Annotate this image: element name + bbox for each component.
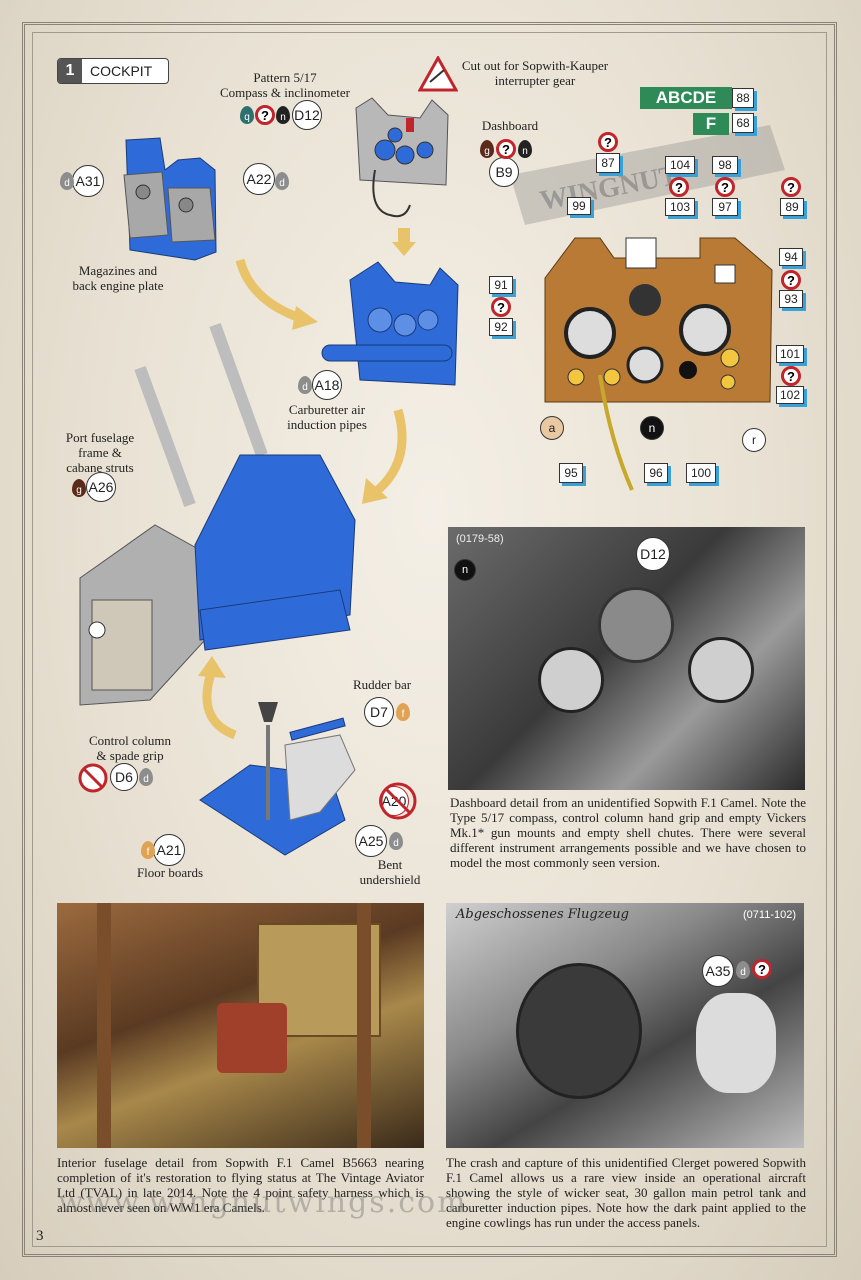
photo-dashboard: (0179-58) D12 n — [448, 527, 805, 790]
part-A26: A26 — [86, 472, 116, 502]
section-header: 1 COCKPIT — [57, 58, 169, 84]
paint-drop-icon-r: r — [742, 428, 766, 452]
watermark: www.wingnutwings.com — [58, 1185, 468, 1220]
decal-f: F — [693, 113, 729, 135]
decal-99: 99 — [567, 197, 591, 215]
paint-drop-icon-g: g — [480, 140, 494, 158]
question-mark-icon: ? — [491, 297, 511, 317]
label-control-column: Control column & spade grip — [89, 733, 171, 763]
question-mark-icon: ? — [255, 105, 275, 125]
photo-crash: Abgeschossenes Flugzeug (0711-102) A35 d… — [446, 903, 804, 1148]
section-title: COCKPIT — [90, 63, 153, 79]
paint-drop-icon-n: n — [454, 559, 476, 581]
question-mark-icon: ? — [752, 959, 772, 979]
label-carburetter: Carburetter air induction pipes — [287, 402, 367, 432]
no-spade-grip-icon — [78, 763, 108, 793]
part-A18: A18 — [312, 370, 342, 400]
paint-drop-icon-n: n — [276, 106, 290, 124]
part-D12: D12 — [292, 100, 322, 130]
dashboard-part-grey — [355, 97, 449, 218]
decal-94: 94 — [779, 248, 803, 266]
assembly-arrow-2 — [374, 408, 407, 494]
photo-caption-1: Dashboard detail from an unidentified So… — [450, 795, 806, 870]
paint-drop-icon-n: n — [518, 140, 532, 158]
dashboard-assembly-blue — [321, 261, 459, 386]
warning-triangle-icon — [418, 56, 458, 92]
decal-104: 104 — [665, 156, 695, 174]
decal-88: 88 — [732, 88, 754, 108]
question-mark-icon: ? — [781, 366, 801, 386]
decal-103: 103 — [665, 198, 695, 216]
paint-drop-icon-g: g — [72, 479, 86, 497]
decal-68: 68 — [732, 113, 754, 133]
assembly-arrow-1 — [235, 258, 302, 323]
floor-assembly — [199, 702, 356, 856]
decal-abcde: ABCDE — [640, 87, 732, 109]
paint-drop-icon-d: d — [275, 172, 289, 190]
part-D7: D7 — [364, 697, 394, 727]
photo-caption-2: Interior fuselage detail from Sopwith F.… — [57, 1155, 424, 1215]
paint-drop-icon-q: q — [240, 106, 254, 124]
decal-102: 102 — [776, 386, 804, 404]
section-number: 1 — [58, 59, 82, 83]
magazines-part — [123, 137, 217, 261]
question-mark-icon: ? — [715, 177, 735, 197]
decal-92: 92 — [489, 318, 513, 336]
label-port-frame: Port fuselage frame & cabane struts — [65, 430, 135, 475]
paint-drop-icon-d: d — [298, 376, 312, 394]
photo-code: (0179-58) — [456, 533, 504, 545]
paint-drop-icon-d: d — [736, 961, 750, 979]
photo-handwriting: Abgeschossenes Flugzeug — [456, 907, 629, 922]
paint-drop-icon-d: d — [60, 172, 74, 190]
decal-96: 96 — [644, 463, 668, 483]
part-A21: A21 — [153, 834, 185, 866]
part-A25: A25 — [355, 825, 387, 857]
question-mark-icon: ? — [781, 270, 801, 290]
page-number: 3 — [36, 1228, 44, 1244]
part-B9: B9 — [489, 157, 519, 187]
decal-100: 100 — [686, 463, 716, 483]
paint-drop-icon-n: n — [640, 416, 664, 440]
part-A22: A22 — [243, 163, 275, 195]
label-floor: Floor boards — [136, 865, 204, 880]
part-D12-photo: D12 — [636, 537, 670, 571]
paint-drop-icon-f: f — [396, 703, 410, 721]
fuselage-frame — [79, 322, 356, 706]
paint-drop-icon-f: f — [141, 841, 155, 859]
label-undershield: Bent undershield — [359, 857, 421, 887]
dashboard-paint-guide — [544, 237, 773, 491]
decal-97: 97 — [712, 198, 738, 216]
label-cutout: Cut out for Sopwith-Kauper interrupter g… — [461, 58, 609, 88]
part-D6: D6 — [110, 763, 138, 791]
question-mark-icon: ? — [598, 132, 618, 152]
prohibit-icon — [379, 782, 417, 820]
paint-drop-icon-d: d — [139, 768, 153, 786]
page-border-inner — [32, 32, 827, 1247]
label-pattern: Pattern 5/17 Compass & inclinometer — [220, 70, 350, 100]
label-dashboard: Dashboard — [481, 118, 539, 133]
paint-drop-icon-a: a — [540, 416, 564, 440]
decal-98: 98 — [712, 156, 738, 174]
decal-89: 89 — [780, 198, 804, 216]
part-A31: A31 — [72, 165, 104, 197]
photo-caption-3: The crash and capture of this unidentifi… — [446, 1155, 806, 1230]
decal-87: 87 — [596, 153, 620, 173]
part-A35: A35 — [702, 955, 734, 987]
decal-95: 95 — [559, 463, 583, 483]
page-border — [22, 22, 837, 1257]
decal-101: 101 — [776, 345, 804, 363]
decal-91: 91 — [489, 276, 513, 294]
paint-drop-icon-d: d — [389, 832, 403, 850]
question-mark-icon: ? — [496, 139, 516, 159]
photo-code: (0711-102) — [743, 909, 796, 921]
label-magazines: Magazines and back engine plate — [72, 263, 164, 293]
assembly-arrow-3 — [202, 668, 237, 740]
question-mark-icon: ? — [669, 177, 689, 197]
label-rudder: Rudder bar — [352, 677, 412, 692]
decal-93: 93 — [779, 290, 803, 308]
question-mark-icon: ? — [781, 177, 801, 197]
photo-interior — [57, 903, 424, 1148]
